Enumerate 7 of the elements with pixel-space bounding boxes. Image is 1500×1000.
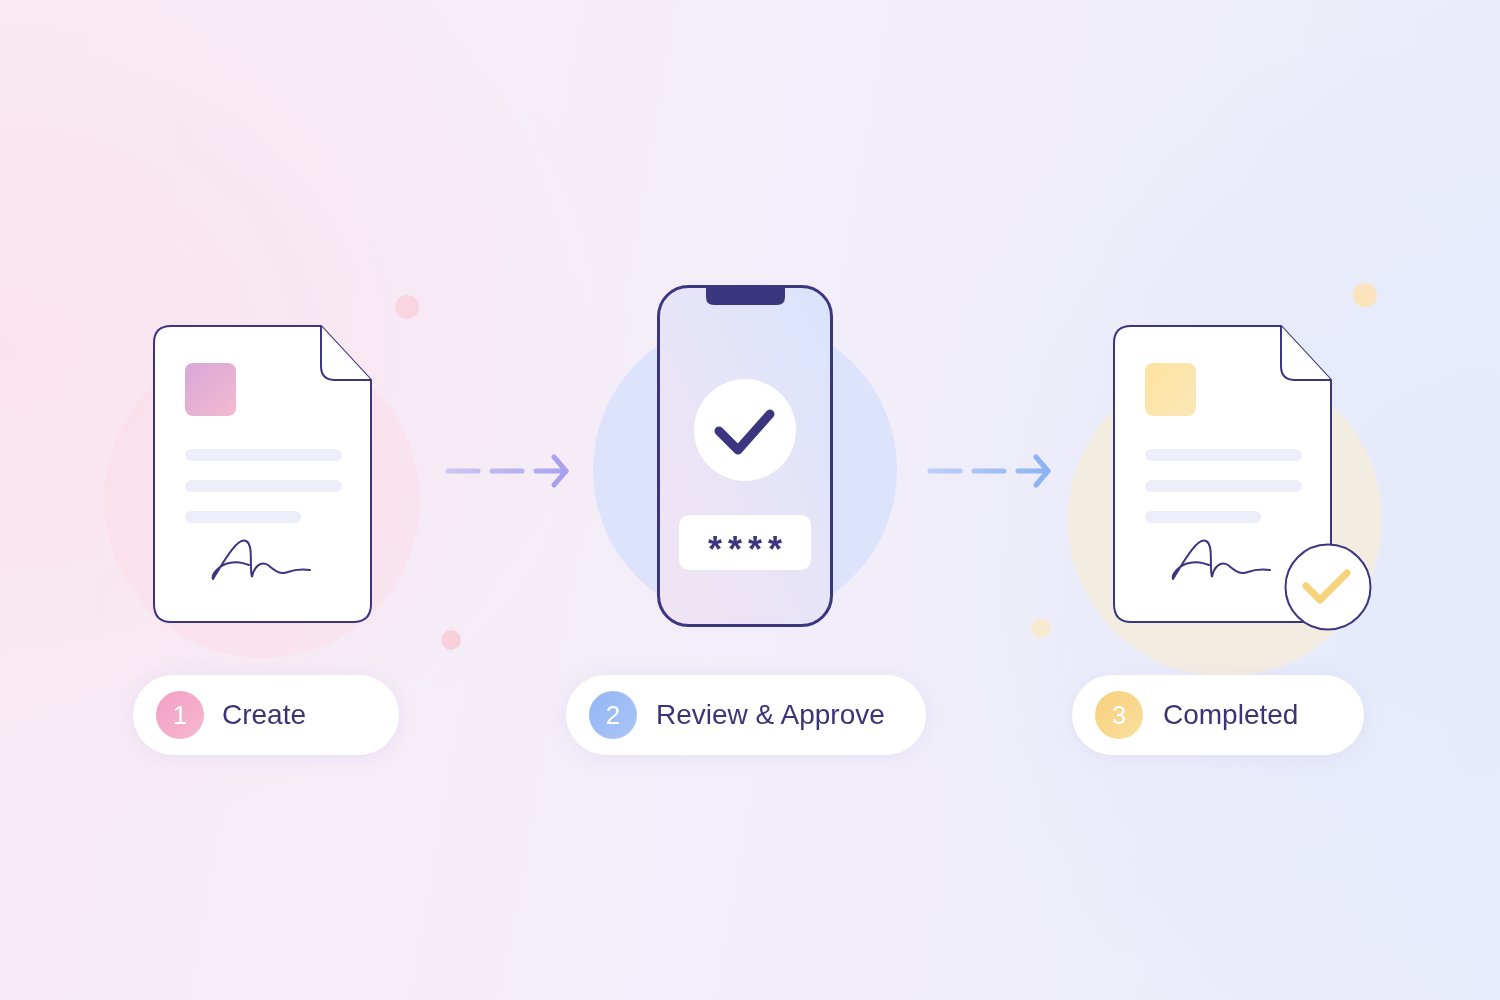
step-label: Create [222, 698, 307, 732]
step-number: 2 [589, 691, 637, 739]
step-number: 1 [156, 691, 204, 739]
password-field: **** [679, 515, 811, 570]
step-label: Review & Approve [656, 698, 885, 732]
step-label: Completed [1163, 698, 1299, 732]
step-number: 3 [1095, 691, 1143, 739]
